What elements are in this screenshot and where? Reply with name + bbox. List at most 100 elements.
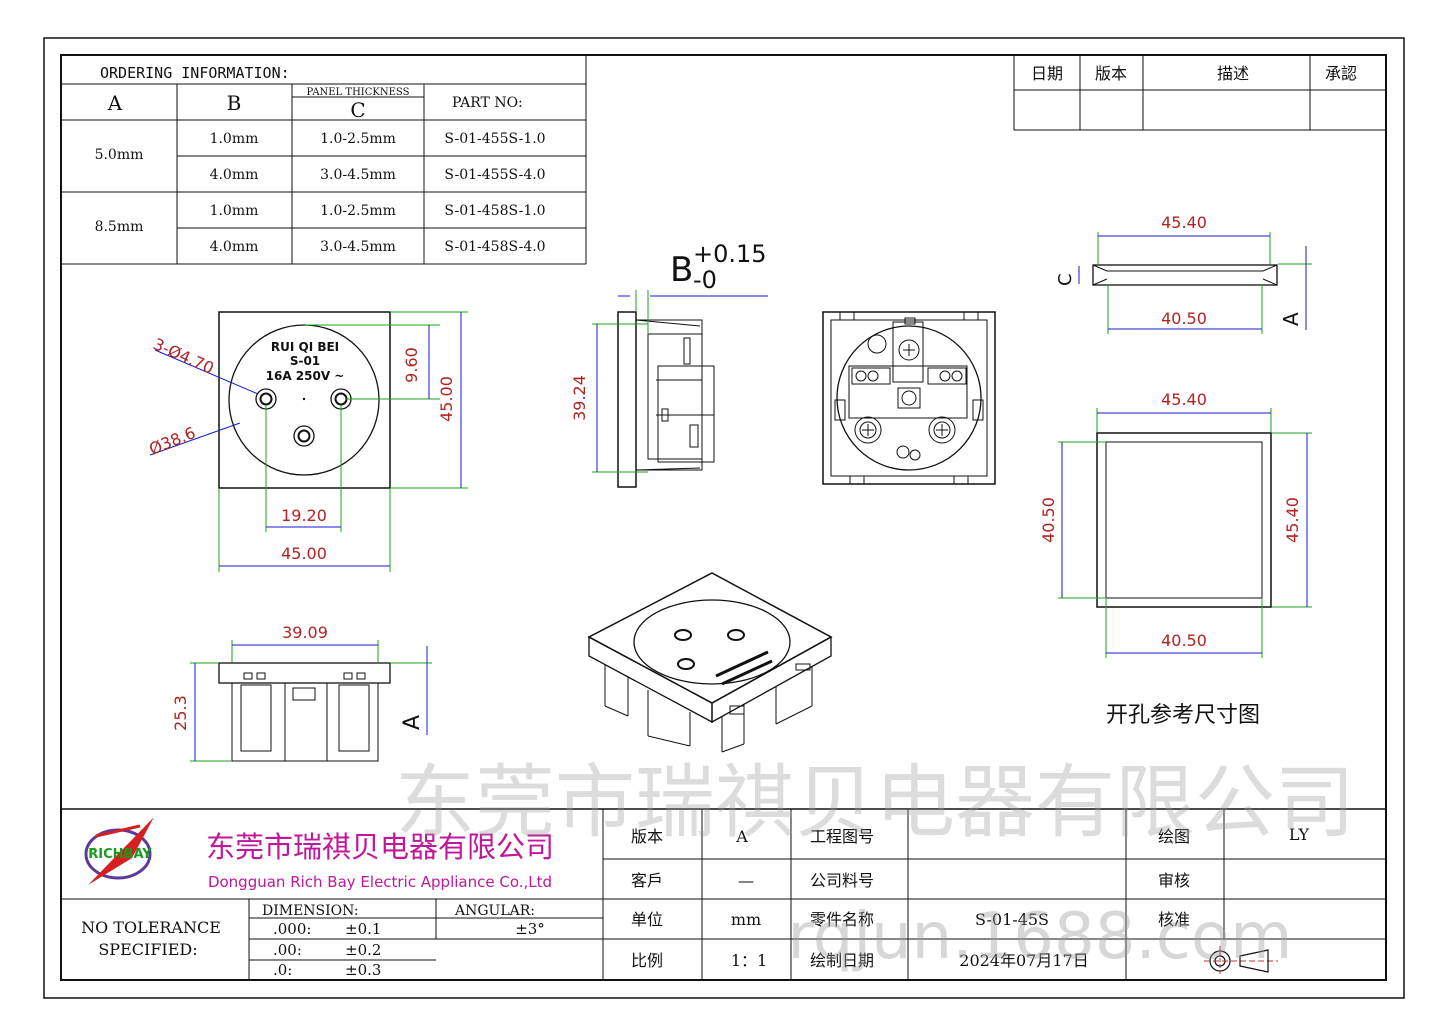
- inner-frame: [60, 54, 1387, 981]
- col-part-header: PART NO:: [452, 95, 523, 111]
- cell-b: 4.0mm: [210, 167, 259, 183]
- rev-version-header: 版本: [1095, 64, 1127, 83]
- unit-value: mm: [731, 910, 761, 929]
- richbay-logo: RICHBAY: [84, 817, 154, 885]
- rating-mark: 16A 250V ~: [266, 369, 345, 383]
- logo-text: RICHBAY: [88, 847, 152, 862]
- cutout-side-top-dim: 45.40: [1161, 213, 1207, 232]
- part-name-value: S-01-45S: [975, 910, 1049, 929]
- cutout-top: 45.40 40.50 45.40 40.50 开孔参考尺寸图: [1039, 390, 1312, 728]
- rev-date-header: 日期: [1031, 64, 1063, 83]
- bottom-view: 39.09 25.3 A: [171, 623, 432, 762]
- brand-mark: RUI QI BEI: [271, 340, 339, 354]
- tol-val: ±0.1: [345, 920, 381, 938]
- bottom-width-dim: 39.09: [282, 623, 328, 642]
- drawn-value: LY: [1289, 825, 1310, 844]
- cutout-left-dim: 40.50: [1039, 497, 1058, 543]
- rev-desc-header: 描述: [1217, 64, 1249, 83]
- holes-dim: 3-Ø4.70: [150, 334, 216, 377]
- tolerance-plus: +0.15: [693, 240, 767, 268]
- unit-label: 单位: [631, 910, 663, 929]
- watermark-url: rqjun.1688.com: [788, 900, 1293, 974]
- date-value: 2024年07月17日: [959, 951, 1088, 970]
- col-a-header: A: [107, 91, 123, 115]
- cutout-label-c: C: [1055, 273, 1076, 286]
- approve-label: 核准: [1158, 910, 1190, 929]
- cutout-side: 45.40 40.50 C A: [1055, 213, 1312, 334]
- bottom-label-a: A: [400, 715, 425, 730]
- cell-c: 3.0-4.5mm: [320, 167, 396, 183]
- company-part-label: 公司料号: [810, 871, 874, 890]
- isometric-view: [587, 572, 833, 753]
- ordering-title: ORDERING INFORMATION:: [100, 64, 290, 82]
- diameter-dim: Ø38.6: [146, 423, 198, 459]
- drawn-label: 绘图: [1158, 827, 1190, 846]
- tolerance-b: B: [670, 250, 693, 290]
- cutout-caption: 开孔参考尺寸图: [1106, 703, 1260, 728]
- watermark-company: 东莞市瑞祺贝电器有限公司: [395, 756, 1355, 849]
- title-block: RICHBAY 东莞市瑞祺贝电器有限公司 Dongguan Rich Bay E…: [61, 808, 1386, 980]
- tol-val: ±0.3: [345, 961, 381, 979]
- side-view: B +0.15 -0 39.24: [570, 240, 768, 488]
- version-label: 版本: [631, 827, 663, 846]
- group-a-value: 8.5mm: [95, 219, 144, 235]
- ordering-table: ORDERING INFORMATION: A B PANEL THICKNES…: [61, 55, 587, 265]
- customer-label: 客戶: [631, 871, 663, 890]
- width-dim: 45.00: [281, 544, 327, 563]
- cell-part: S-01-458S-4.0: [444, 239, 545, 255]
- scale-label: 比例: [631, 951, 663, 970]
- outer-frame: [43, 37, 1405, 999]
- front-plate: [218, 311, 391, 489]
- revision-table: 日期 版本 描述 承認: [1013, 54, 1387, 131]
- tol-key: .000:: [273, 920, 311, 938]
- angular-label: ANGULAR:: [454, 903, 535, 919]
- cell-c: 1.0-2.5mm: [320, 131, 396, 147]
- drawing-no-label: 工程图号: [810, 827, 874, 846]
- customer-value: —: [738, 871, 754, 890]
- cell-b: 1.0mm: [210, 203, 259, 219]
- cell-b: 4.0mm: [210, 239, 259, 255]
- col-c-subheader: PANEL THICKNESS: [307, 87, 410, 98]
- tol-key: .00:: [273, 941, 302, 959]
- cutout-bottom-dim: 40.50: [1161, 631, 1207, 650]
- model-mark: S-01: [290, 354, 320, 368]
- cell-part: S-01-455S-1.0: [444, 131, 545, 147]
- rev-approve-header: 承認: [1325, 64, 1357, 83]
- pin-offset-dim: 9.60: [402, 347, 421, 383]
- cell-b: 1.0mm: [210, 131, 259, 147]
- cutout-side-bottom-dim: 40.50: [1161, 309, 1207, 328]
- cell-c: 3.0-4.5mm: [320, 239, 396, 255]
- bottom-height-dim: 25.3: [171, 695, 190, 731]
- height-dim: 45.00: [437, 376, 456, 422]
- pin-spacing-dim: 19.20: [281, 506, 327, 525]
- version-value: A: [735, 827, 748, 846]
- review-label: 审核: [1158, 871, 1190, 890]
- tolerance-line1: NO TOLERANCE: [81, 918, 221, 937]
- group-a-value: 5.0mm: [95, 147, 144, 163]
- tolerance-minus: -0: [693, 266, 717, 294]
- angular-value: ±3°: [515, 920, 545, 938]
- tol-val: ±0.2: [345, 941, 381, 959]
- tol-key: .0:: [273, 961, 292, 979]
- col-b-header: B: [227, 91, 242, 115]
- company-name-cn: 东莞市瑞祺贝电器有限公司: [206, 830, 554, 864]
- cutout-right-dim: 45.40: [1283, 497, 1302, 543]
- tolerance-line2: SPECIFIED:: [98, 940, 197, 959]
- socket-face: [228, 324, 380, 476]
- part-name-label: 零件名称: [810, 910, 874, 929]
- cell-part: S-01-455S-4.0: [444, 167, 545, 183]
- scale-value: 1：1: [731, 951, 767, 970]
- company-name-en: Dongguan Rich Bay Electric Appliance Co.…: [208, 873, 552, 891]
- cell-c: 1.0-2.5mm: [320, 203, 396, 219]
- projection-symbol-icon: [1204, 946, 1278, 976]
- cell-part: S-01-458S-1.0: [444, 203, 545, 219]
- cutout-top-dim: 45.40: [1161, 390, 1207, 409]
- dimension-label: DIMENSION:: [262, 903, 359, 919]
- depth-dim: 39.24: [570, 375, 589, 421]
- cutout-label-a: A: [1279, 312, 1303, 326]
- col-c-header: C: [350, 98, 365, 122]
- front-view: RUI QI BEI S-01 16A 250V ~ 3-Ø4.70 Ø38.6…: [146, 311, 468, 572]
- date-label: 绘制日期: [810, 951, 874, 970]
- rear-view: [822, 311, 996, 485]
